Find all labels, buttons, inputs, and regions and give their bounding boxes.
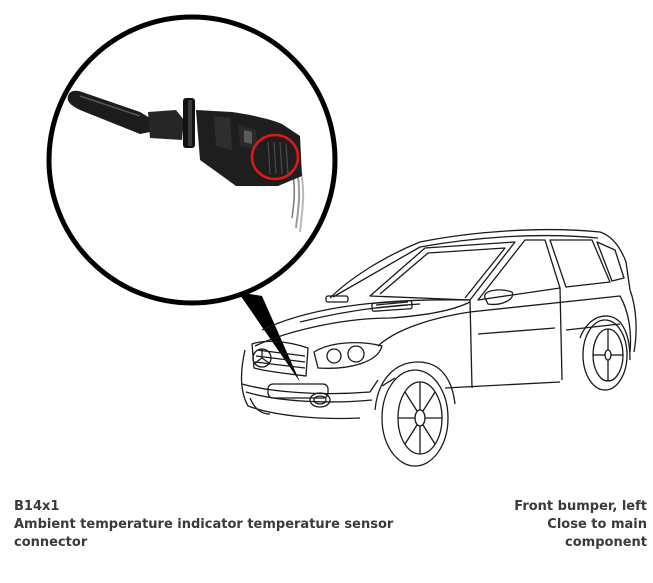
component-description-cont: connector [14, 535, 88, 550]
detail-callout-circle [46, 14, 338, 306]
component-description: Ambient temperature indicator temperatur… [14, 517, 394, 532]
temperature-sensor-drawing [67, 90, 305, 233]
vehicle-drawing [240, 228, 637, 467]
location-line-1: Front bumper, left [514, 499, 647, 514]
location-caption: Front bumper, left Close to main compone… [447, 498, 647, 552]
callout-pointer [238, 292, 300, 382]
component-caption: B14x1 Ambient temperature indicator temp… [14, 498, 434, 552]
component-code: B14x1 [14, 499, 60, 514]
location-line-3: component [565, 535, 647, 550]
component-location-illustration [46, 14, 637, 467]
connector-highlight-circle [250, 133, 300, 181]
location-line-2: Close to main [547, 517, 647, 532]
